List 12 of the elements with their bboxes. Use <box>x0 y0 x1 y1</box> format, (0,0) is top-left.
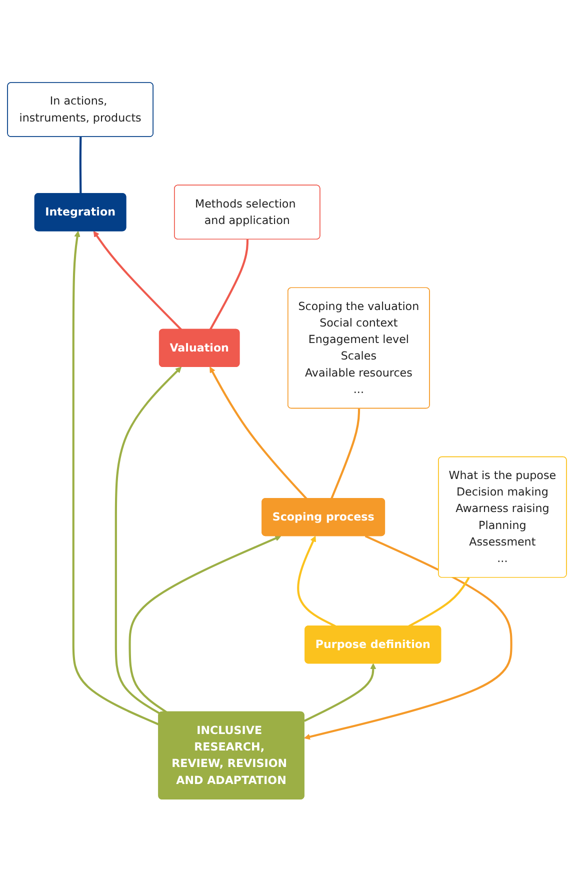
arrow <box>304 664 376 722</box>
connector <box>209 240 249 330</box>
connector <box>79 137 82 194</box>
connector <box>330 408 360 500</box>
connector <box>408 577 470 628</box>
arrow <box>72 231 160 726</box>
arrow <box>114 366 182 714</box>
arrow <box>210 366 308 500</box>
arrow <box>93 231 182 330</box>
arrow <box>128 536 282 714</box>
arrow <box>304 535 512 740</box>
arrow <box>297 536 336 628</box>
